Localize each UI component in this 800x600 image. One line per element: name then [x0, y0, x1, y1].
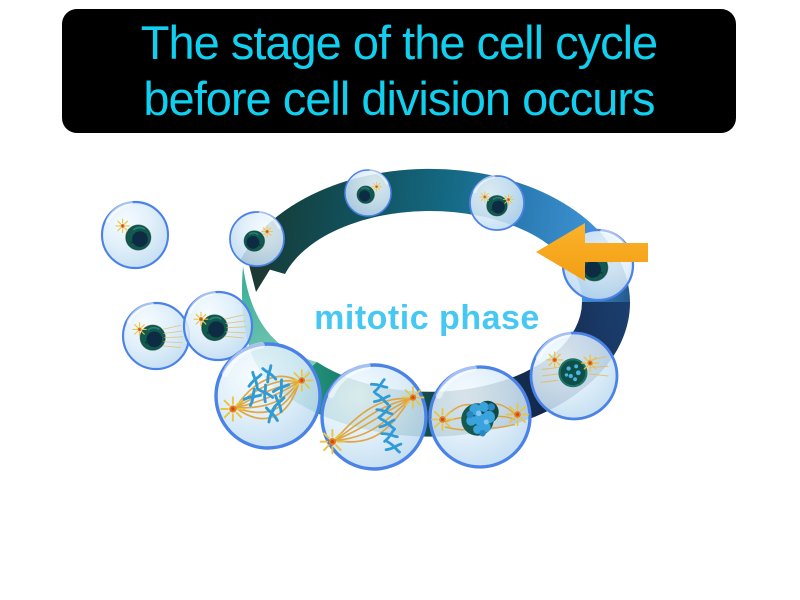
metaphase-cell	[321, 365, 426, 469]
mitotic-phase-label: mitotic phase	[314, 299, 540, 337]
anaphase-cell	[430, 367, 530, 467]
prometaphase-cell	[216, 344, 320, 448]
interphase-cell-ring-2	[345, 170, 391, 216]
interphase-cell-free	[102, 202, 168, 268]
interphase-cell-ring-3	[470, 176, 524, 230]
definition-line-2: before cell division occurs	[143, 72, 655, 125]
definition-line-1: The stage of the cell cycle	[140, 16, 658, 69]
telophase-cell	[531, 333, 617, 419]
arrow-left-icon	[536, 223, 648, 281]
cycle-ring-top	[240, 168, 630, 302]
interphase-cell-ring-1	[230, 212, 284, 266]
g2-cell-left	[123, 303, 189, 369]
definition-banner: The stage of the cell cycle before cell …	[62, 9, 736, 133]
